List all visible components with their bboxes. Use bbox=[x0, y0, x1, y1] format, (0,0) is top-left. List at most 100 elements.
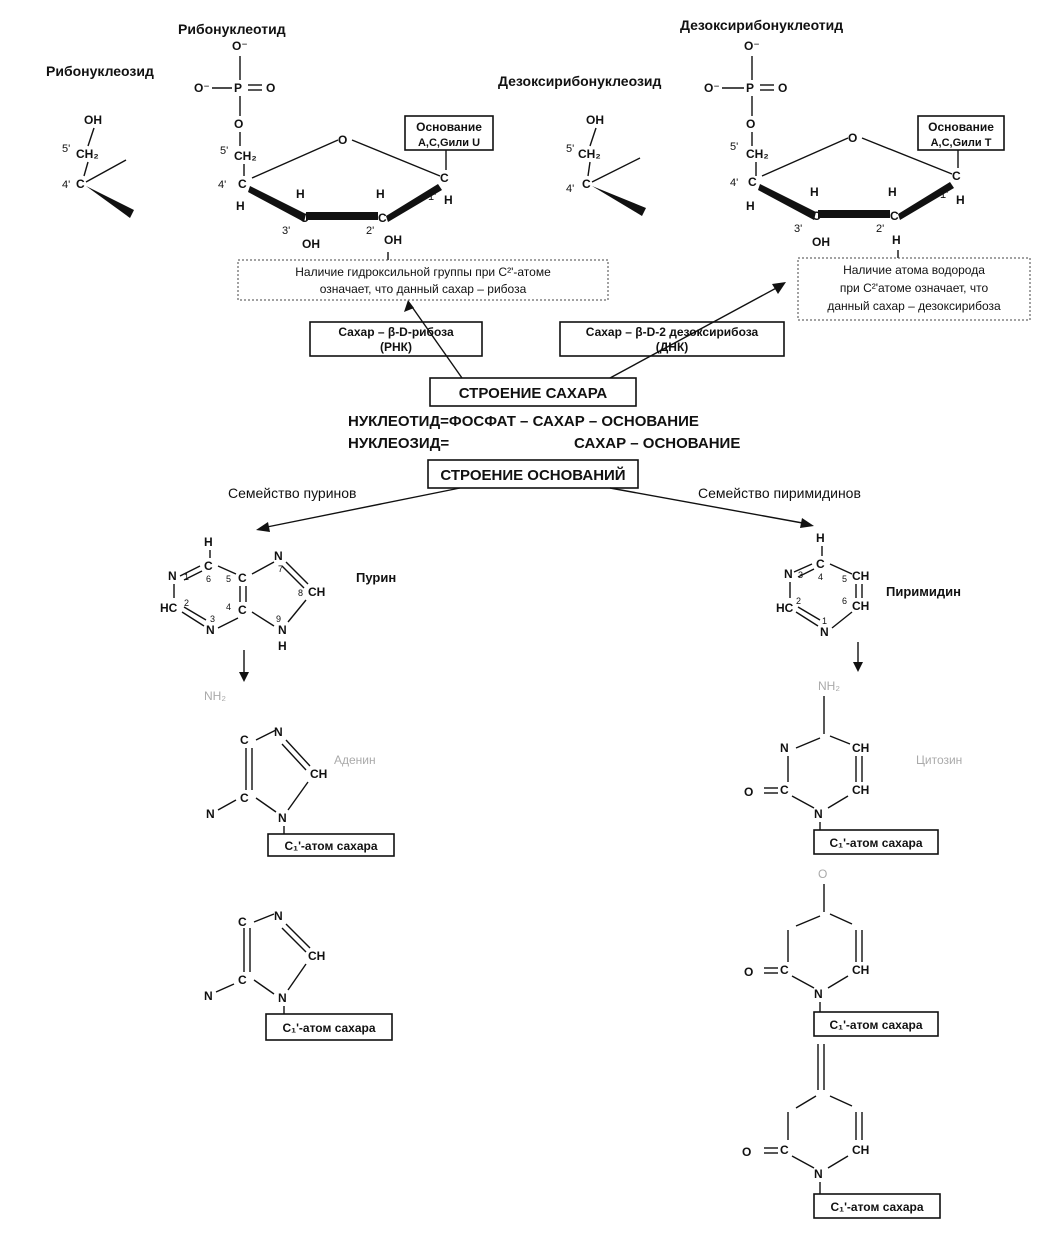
cytosine-structure: NH₂ N C O N CH CH Цитозин C₁'-атом сахар… bbox=[744, 679, 962, 855]
n9-label: N bbox=[278, 623, 287, 637]
o2-label: O bbox=[744, 965, 753, 979]
pos-4-label: 4' bbox=[218, 179, 226, 191]
c2-label: C bbox=[780, 963, 789, 977]
sugar-dna-box: Сахар – β-D-2 дезоксирибоза (ДНК) bbox=[559, 321, 785, 357]
ch6-label: CH bbox=[852, 1143, 869, 1157]
pos-4-label: 4' bbox=[730, 177, 738, 189]
n1-label: N bbox=[820, 625, 829, 639]
c3-label: C bbox=[300, 211, 309, 225]
o-minus-left: O⁻ bbox=[194, 81, 210, 95]
arrow-to-purine bbox=[261, 487, 461, 529]
pos-5-label: 5' bbox=[730, 141, 738, 153]
num-5: 5 bbox=[226, 574, 231, 584]
pos-5-label: 5' bbox=[62, 143, 70, 155]
purine-family-label: Семейство пуринов bbox=[228, 485, 356, 501]
c4-label: C bbox=[238, 973, 247, 987]
sugar-dna-line2: (ДНК) bbox=[656, 340, 689, 354]
n9-label: N bbox=[278, 991, 287, 1005]
c1-sugar-label-3: C₁'-атом сахара bbox=[829, 836, 922, 850]
h2-label: H bbox=[376, 187, 385, 201]
base-structure-title: СТРОЕНИЕ ОСНОВАНИЙ bbox=[440, 466, 625, 484]
num-7: 7 bbox=[278, 564, 283, 574]
num-5: 5 bbox=[842, 574, 847, 584]
num-4: 4 bbox=[818, 572, 823, 582]
n9-label: N bbox=[278, 811, 287, 825]
h9-label: H bbox=[278, 639, 287, 653]
h4-label: H bbox=[746, 199, 755, 213]
deoxyribonucleotide-title: Дезоксирибонуклеотид bbox=[680, 17, 843, 33]
deoxyribonucleoside-title: Дезоксирибонуклеозид bbox=[498, 73, 662, 89]
c2-label: C bbox=[780, 1143, 789, 1157]
deoxy-note-line2: при C²'атоме означает, что bbox=[840, 281, 989, 295]
o-double: O bbox=[266, 81, 275, 95]
purine-name: Пурин bbox=[356, 570, 396, 585]
ribose-note-line2: означает, что данный сахар – рибоза bbox=[320, 282, 527, 296]
pyrimidine-structure: H C 4 N 3 HC 2 N 1 CH 6 CH 5 Пиримидин bbox=[776, 531, 961, 639]
h3-label: H bbox=[810, 185, 819, 199]
n1-label: N bbox=[814, 807, 823, 821]
oh3-label: OH bbox=[302, 237, 320, 251]
c4-label: C bbox=[748, 175, 757, 189]
ribose-note: Наличие гидроксильной группы при C²'-ато… bbox=[237, 259, 609, 301]
num-3: 3 bbox=[798, 570, 803, 580]
o-ester: O bbox=[234, 117, 243, 131]
num-3: 3 bbox=[210, 614, 215, 624]
c1-sugar-label-2: C₁'-атом сахара bbox=[282, 1021, 375, 1035]
cytosine-label-faint: Цитозин bbox=[916, 753, 962, 767]
h2a-label: H bbox=[888, 185, 897, 199]
c-label: C bbox=[76, 177, 85, 191]
pos-5-label: 5' bbox=[220, 145, 228, 157]
num-6: 6 bbox=[842, 596, 847, 606]
pos-4-label: 4' bbox=[62, 179, 70, 191]
num-6: 6 bbox=[206, 574, 211, 584]
n1-label: N bbox=[814, 1167, 823, 1181]
pyrimidine-name: Пиримидин bbox=[886, 584, 961, 599]
ch8-label: CH bbox=[310, 767, 327, 781]
base-structure-box bbox=[427, 459, 639, 489]
sugar-structure-box bbox=[429, 377, 637, 407]
sugar-rna-box: Сахар – β-D-рибоза (РНК) bbox=[309, 321, 483, 357]
ring-o-label: O bbox=[338, 133, 347, 147]
hc2-label: HC bbox=[160, 601, 178, 615]
num-8: 8 bbox=[298, 588, 303, 598]
deoxyribonucleotide-structure: O⁻ O⁻ P O O 5' CH₂ 4' C H O C 3' H OH C … bbox=[704, 39, 1005, 258]
h4-label: H bbox=[236, 199, 245, 213]
ring-o-label: O bbox=[848, 131, 857, 145]
pos-1-label: 1' bbox=[940, 189, 948, 201]
ch5-label: CH bbox=[852, 741, 869, 755]
deoxyribose-note: Наличие атома водорода при C²'атоме озна… bbox=[797, 257, 1031, 321]
sugar-structure-title: СТРОЕНИЕ САХАРА bbox=[459, 385, 608, 402]
n1-label: N bbox=[814, 987, 823, 1001]
phosphorus-label: P bbox=[746, 81, 754, 95]
c4-label: C bbox=[240, 791, 249, 805]
base-box-line1: Основание bbox=[928, 120, 994, 134]
n3-label: N bbox=[206, 807, 215, 821]
pos-3-label: 3' bbox=[282, 225, 290, 237]
n3-label: N bbox=[780, 741, 789, 755]
num-9: 9 bbox=[276, 614, 281, 624]
deoxy-note-line1: Наличие атома водорода bbox=[843, 263, 985, 277]
nucleoside-formula-left: НУКЛЕОЗИД= bbox=[348, 435, 449, 452]
adenine-structure: NH₂ C C N CH N N Аденин C₁'-атом сахара bbox=[204, 689, 395, 857]
c5-label: C bbox=[238, 915, 247, 929]
thymine-structure: O C O N CH C₁'-атом сахара bbox=[744, 867, 939, 1037]
pos-3-label: 3' bbox=[794, 223, 802, 235]
n3-label: N bbox=[204, 989, 213, 1003]
o-ester: O bbox=[746, 117, 755, 131]
ch2-label: CH₂ bbox=[746, 147, 769, 161]
sugar-rna-line2: (РНК) bbox=[380, 340, 412, 354]
c5-label: C bbox=[240, 733, 249, 747]
n7-label: N bbox=[274, 909, 283, 923]
ribonucleotide-structure: O⁻ O⁻ P O O 5' CH₂ 4' C H O C 3' H OH C … bbox=[194, 39, 494, 260]
deoxyribonucleoside-fragment: OH 5' CH₂ 4' C bbox=[566, 113, 646, 216]
oh-label: OH bbox=[586, 113, 604, 127]
pos-2-label: 2' bbox=[366, 225, 374, 237]
ribonucleoside-title: Рибонуклеозид bbox=[46, 63, 154, 79]
ribonucleotide-title: Рибонуклеотид bbox=[178, 21, 286, 37]
ch6-label: CH bbox=[852, 783, 869, 797]
pos-2-label: 2' bbox=[876, 223, 884, 235]
num-1: 1 bbox=[822, 616, 827, 626]
c6-label: C bbox=[204, 559, 213, 573]
nh2-faint: NH₂ bbox=[204, 689, 226, 703]
